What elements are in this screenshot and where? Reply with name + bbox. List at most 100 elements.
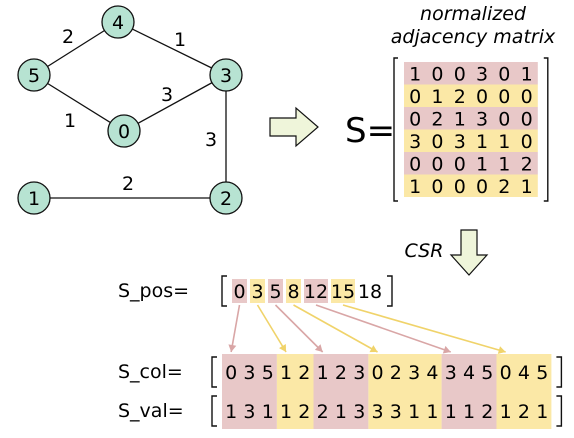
matrix-caption-line1: normalized	[420, 3, 527, 25]
matrix-cell: 0	[521, 108, 533, 130]
right-arrow-icon	[269, 106, 319, 148]
val-cell: 1	[463, 401, 475, 423]
val-cell: 1	[500, 401, 512, 423]
val-cell: 3	[243, 401, 255, 423]
val-cell: 1	[225, 401, 237, 423]
graph-edge	[33, 74, 125, 132]
val-cell: 1	[408, 401, 420, 423]
matrix-cell: 1	[521, 176, 533, 198]
node-circle	[17, 181, 51, 215]
val-cell: 1	[262, 401, 274, 423]
matrix-cell: 1	[476, 153, 488, 175]
graph-edge	[123, 74, 227, 132]
matrix-cell: 0	[431, 131, 443, 153]
matrix-cell: 0	[409, 108, 421, 130]
matrix-cell: 2	[521, 153, 533, 175]
col-cell: 5	[481, 362, 493, 384]
pointer-line	[315, 304, 452, 353]
node-label: 4	[112, 12, 124, 34]
pos-cell: 5	[269, 281, 281, 303]
matrix-cell: 1	[498, 131, 510, 153]
matrix-cell: 1	[476, 131, 488, 153]
pos-cell-bg	[286, 279, 301, 303]
pointer-arrowhead-icon	[442, 345, 451, 354]
csr-row-band	[496, 354, 552, 429]
matrix-symbol: S=	[345, 111, 395, 151]
val-cell: 3	[372, 401, 384, 423]
csr-row-band	[222, 354, 277, 429]
matrix-cell: 0	[454, 153, 466, 175]
pointer-line	[230, 304, 241, 353]
graph-node: 3	[209, 58, 243, 92]
matrix-left-bracket	[393, 57, 398, 202]
val-label: S_val=	[118, 400, 184, 422]
val-left-bracket	[211, 395, 217, 427]
col-cell: 4	[463, 362, 475, 384]
matrix-cell: 0	[431, 153, 443, 175]
pointer-line	[293, 304, 378, 353]
node-label: 2	[220, 188, 232, 210]
pointer-arrowhead-icon	[228, 344, 237, 352]
col-label: S_col=	[118, 361, 183, 383]
val-cell: 1	[426, 401, 438, 423]
val-cell: 1	[335, 401, 347, 423]
graph-node: 2	[209, 181, 243, 215]
matrix-cell: 0	[454, 176, 466, 198]
flow-arrows: CSR	[269, 106, 489, 276]
node-circle	[101, 5, 135, 39]
pos-label: S_pos=	[118, 280, 189, 302]
graph-edge	[117, 21, 227, 76]
val-cell: 2	[518, 401, 530, 423]
matrix-cell: 0	[521, 131, 533, 153]
val-cell: 1	[280, 401, 292, 423]
graph-node: 0	[107, 114, 141, 148]
val-cell: 2	[298, 401, 310, 423]
pos-cell: 18	[358, 281, 382, 303]
col-cell: 1	[317, 362, 329, 384]
matrix-cell: 2	[431, 108, 443, 130]
edge-weight: 1	[64, 110, 76, 132]
graph-node: 1	[17, 181, 51, 215]
pos-cell: 8	[287, 281, 299, 303]
matrix-cell: 0	[476, 176, 488, 198]
matrix-cell: 1	[498, 153, 510, 175]
node-circle	[107, 114, 141, 148]
col-cell: 2	[335, 362, 347, 384]
matrix-cell: 0	[476, 86, 488, 108]
matrix-cell: 1	[409, 63, 421, 85]
matrix-cell: 0	[431, 176, 443, 198]
matrix-cell: 3	[476, 108, 488, 130]
matrix-cell: 1	[454, 108, 466, 130]
matrix-cell: 0	[431, 63, 443, 85]
pos-cell-bg	[304, 279, 328, 303]
edge-weight: 3	[161, 84, 173, 106]
col-cell: 4	[426, 362, 438, 384]
pointer-line	[274, 304, 324, 353]
pos-cell-bg	[268, 279, 283, 303]
matrix-cell: 0	[521, 86, 533, 108]
node-label: 5	[28, 65, 40, 87]
matrix-cell: 0	[409, 153, 421, 175]
edge-weight: 3	[205, 129, 217, 151]
matrix-cell: 2	[454, 86, 466, 108]
col-cell: 5	[536, 362, 548, 384]
node-circle	[209, 58, 243, 92]
val-cell: 1	[536, 401, 548, 423]
val-right-bracket	[556, 395, 563, 427]
edge-weight: 1	[174, 29, 186, 51]
pos-cell: 3	[251, 281, 263, 303]
matrix-cell: 3	[454, 131, 466, 153]
col-right-bracket	[556, 356, 563, 388]
pos-cell-bg	[331, 279, 355, 303]
col-cell: 3	[445, 362, 457, 384]
matrix-row-band	[404, 129, 538, 152]
matrix-cell: 0	[454, 63, 466, 85]
matrix-cell: 1	[521, 63, 533, 85]
matrix-row-band	[404, 84, 538, 107]
pos-left-bracket	[221, 275, 227, 307]
edge-weight: 2	[62, 26, 74, 48]
